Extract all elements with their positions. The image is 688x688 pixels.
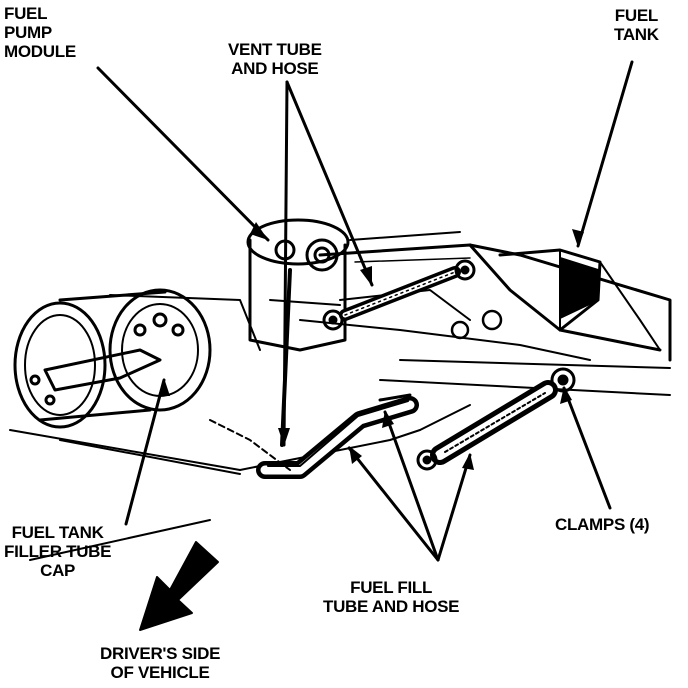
label-vent-tube-and-hose: VENT TUBE AND HOSE [228,40,322,78]
label-fuel-pump-module: FUEL PUMP MODULE [4,4,76,61]
fuel-pump-module [246,218,350,352]
label-fuel-fill-tube-and-hose: FUEL FILL TUBE AND HOSE [323,578,460,616]
fuel-tank [299,231,672,362]
drivers-side-arrow [139,541,219,631]
vehicle-underbody [9,359,671,561]
leader-arrowheads [158,222,584,470]
label-drivers-side-of-vehicle: DRIVER'S SIDE OF VEHICLE [100,644,221,682]
leader-lines [96,60,634,562]
label-fuel-tank: FUEL TANK [614,6,659,44]
tank-dark-face [559,257,599,319]
filler-tube-cap [13,288,291,471]
label-filler-tube-cap: FUEL TANK FILLER TUBE CAP [4,523,112,580]
fuel-fill-tube-and-hose [256,380,558,479]
tank-fittings [450,309,503,340]
label-clamps: CLAMPS (4) [555,515,650,534]
